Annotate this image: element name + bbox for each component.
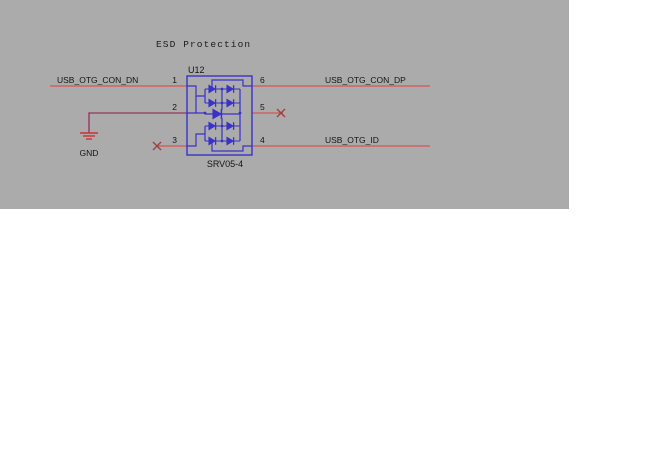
junction-dot-right-bus <box>238 111 242 115</box>
pin-number-5: 5 <box>260 102 265 112</box>
schematic-canvas[interactable]: ESD Protection GND <box>0 0 569 209</box>
no-connect-marker-pin3[interactable] <box>152 141 162 151</box>
schematic-title: ESD Protection <box>156 39 251 50</box>
diode-3a-triangle <box>208 121 217 131</box>
net-label-usb-otg-con-dp[interactable]: USB_OTG_CON_DP <box>325 75 406 85</box>
diode-1a-triangle <box>208 84 217 94</box>
zener-triangle <box>212 108 223 120</box>
ground-symbol[interactable] <box>80 132 98 140</box>
no-connect-markers <box>152 108 286 151</box>
ground-label: GND <box>80 148 99 158</box>
diode-2a-triangle <box>208 98 217 108</box>
no-connect-marker-pin5[interactable] <box>276 108 286 118</box>
junction-dot-row2 <box>220 101 224 105</box>
pin-number-2: 2 <box>172 102 177 112</box>
internal-wiring <box>187 79 252 152</box>
diode-row-3 <box>205 121 240 131</box>
diode-row-2 <box>205 98 240 108</box>
diode-3b-triangle <box>226 121 235 131</box>
wire-layer <box>50 85 430 147</box>
component-designator[interactable]: U12 <box>188 65 205 75</box>
diode-1b-triangle <box>226 84 235 94</box>
diode-row-4 <box>205 136 240 146</box>
junction-dot-row1 <box>220 87 224 91</box>
junction-dot-row3 <box>220 124 224 128</box>
net-label-usb-otg-id[interactable]: USB_OTG_ID <box>325 135 379 145</box>
component-body-outline[interactable] <box>186 75 253 156</box>
diode-4a-triangle <box>208 136 217 146</box>
pin-number-1: 1 <box>172 75 177 85</box>
junction-dots <box>203 87 242 143</box>
component-u12[interactable] <box>186 75 253 156</box>
zener-clamp-diode <box>212 108 223 120</box>
diode-2b-triangle <box>226 98 235 108</box>
component-part-number[interactable]: SRV05-4 <box>207 159 243 169</box>
pin-number-6: 6 <box>260 75 265 85</box>
pin-number-3: 3 <box>172 135 177 145</box>
net-label-usb-otg-con-dn[interactable]: USB_OTG_CON_DN <box>57 75 138 85</box>
schematic-drawing[interactable]: ESD Protection GND <box>0 0 569 209</box>
diode-row-1 <box>205 84 240 94</box>
pin-number-4: 4 <box>260 135 265 145</box>
junction-dot-row4 <box>220 139 224 143</box>
junction-dot-left-bus <box>203 111 207 115</box>
diode-4b-triangle <box>226 136 235 146</box>
